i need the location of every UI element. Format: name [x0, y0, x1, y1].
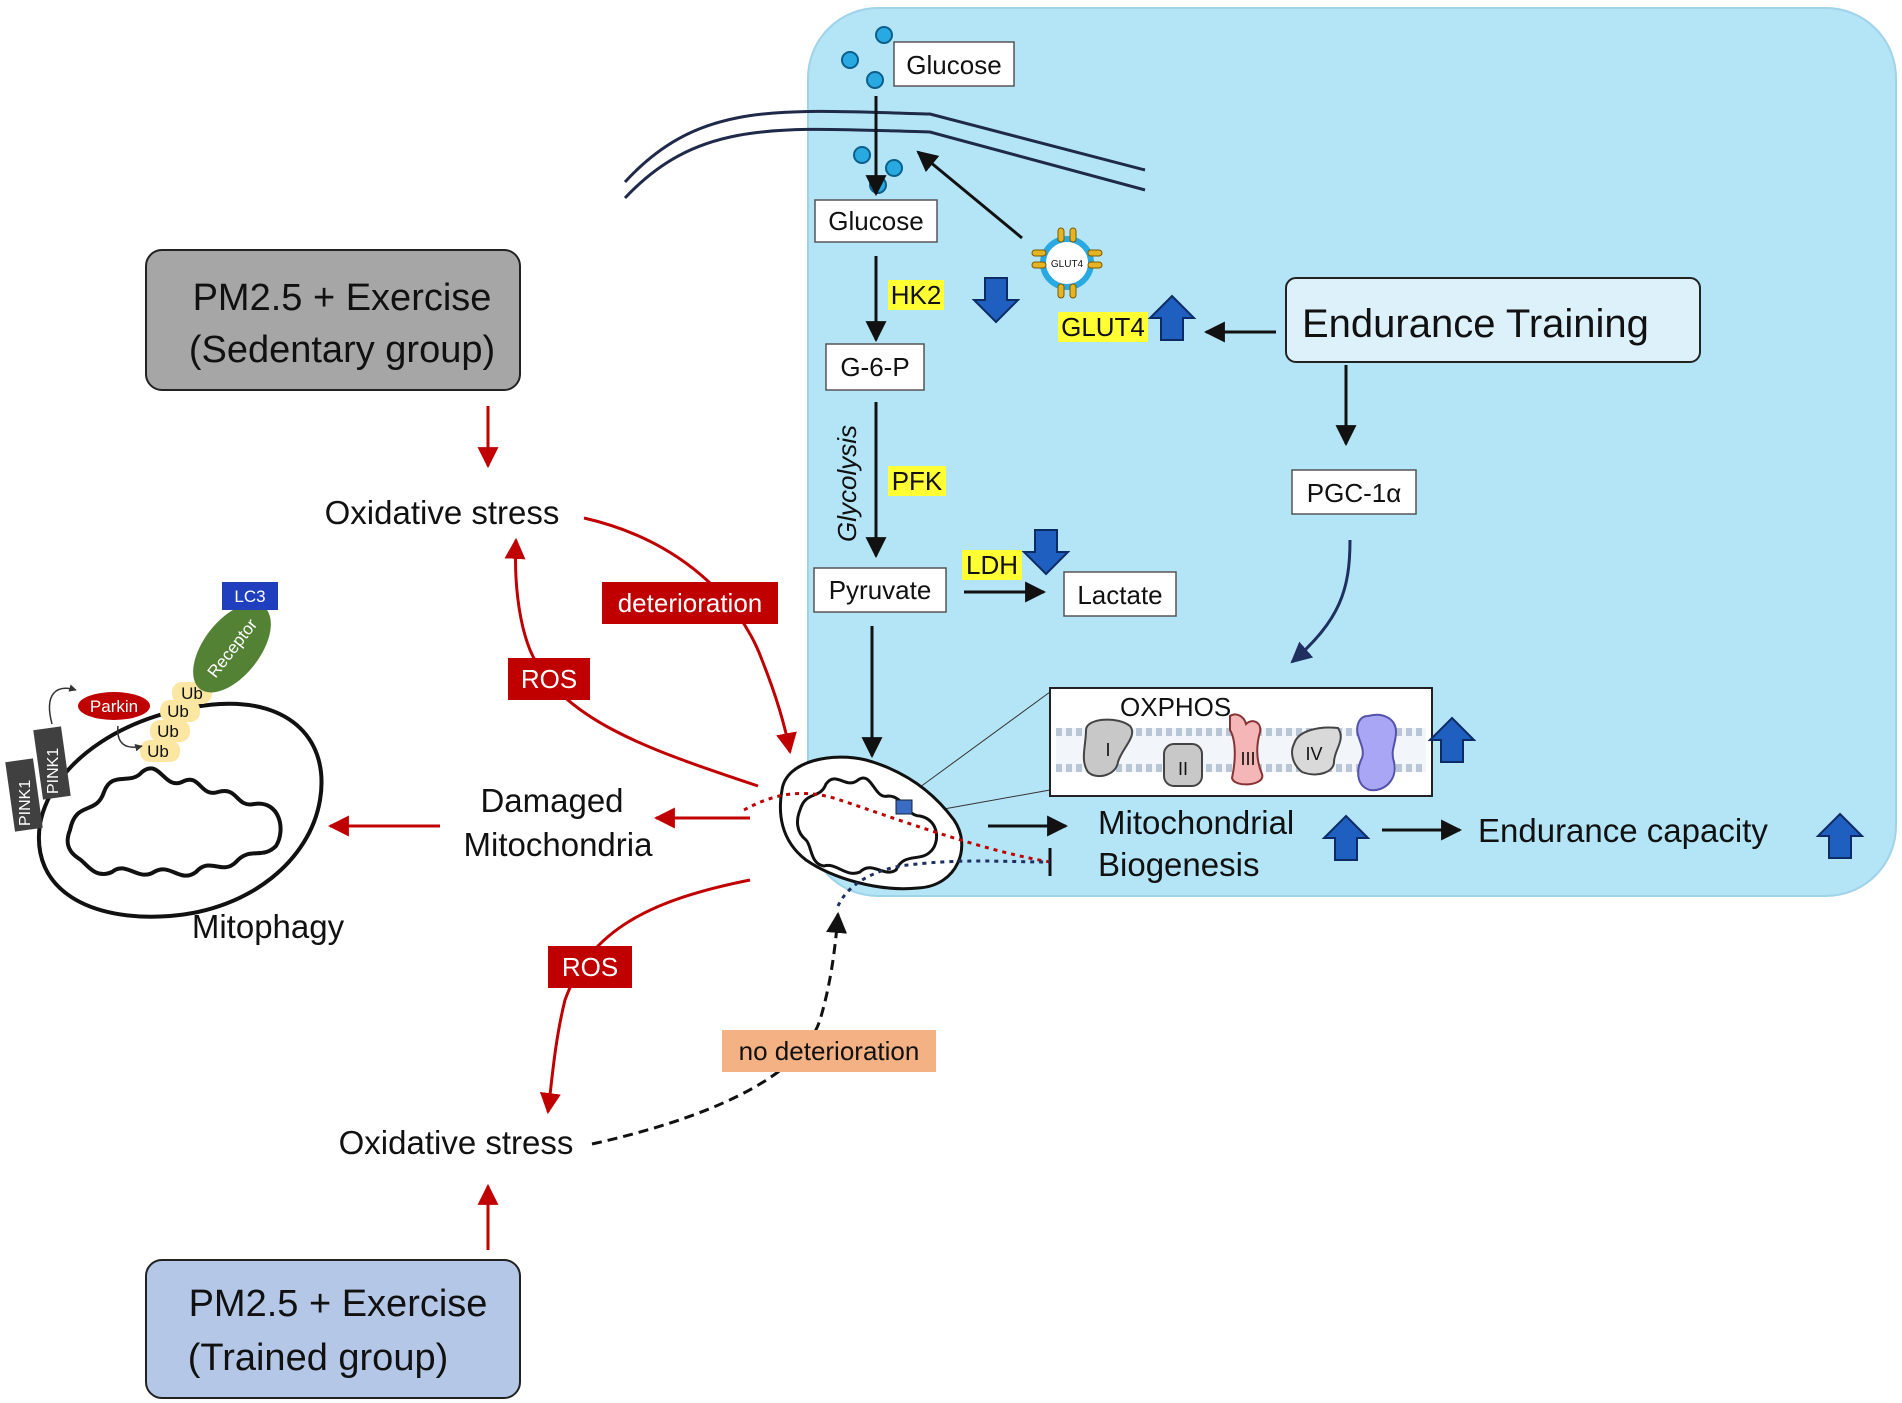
- pink1-icon: PINK1 PINK1: [5, 726, 71, 832]
- atp-synthase-shape: [1356, 713, 1398, 792]
- ub-label-4: Ub: [147, 742, 169, 761]
- lc3-label: LC3: [234, 587, 265, 606]
- glucose-outside-box: [893, 41, 1015, 87]
- damaged-mitochondria-line1: Damaged: [480, 782, 623, 819]
- complex-ii-label: II: [1178, 759, 1188, 779]
- complex-i-shape: [1082, 718, 1134, 778]
- no-deterioration-badge: [722, 1030, 936, 1072]
- glut4-highlight: [1058, 312, 1148, 342]
- ub-label-1: Ub: [181, 684, 203, 703]
- glut4-translocation-arrow: [916, 150, 1023, 240]
- damaged-mitochondria-line2: Mitochondria: [464, 826, 654, 863]
- complex-iv-label: IV: [1305, 744, 1322, 764]
- glut4-vesicle-icon: GLUT4: [1031, 227, 1103, 299]
- deterioration-badge: [602, 582, 778, 624]
- g6p-label: G-6-P: [840, 352, 909, 382]
- oxphos-zoom-line-top: [915, 691, 1051, 791]
- pgc1a-label: PGC-1α: [1307, 478, 1402, 508]
- ldh-label: LDH: [966, 550, 1018, 580]
- lc3-icon: [222, 582, 278, 610]
- mitophagy-mitochondrion-icon: [36, 701, 324, 919]
- no-deterioration-label: no deterioration: [739, 1036, 920, 1066]
- glucose-inside-label: Glucose: [828, 206, 923, 236]
- glucose-outside-label: Glucose: [906, 50, 1001, 80]
- pink1-to-parkin-arrow: [48, 684, 77, 725]
- no-deterioration-dotted-line: [836, 859, 1051, 907]
- trained-group-box: [145, 1259, 521, 1399]
- ros-lower-badge: [548, 946, 632, 988]
- lactate-label: Lactate: [1077, 580, 1162, 610]
- trained-group-line2: (Trained group): [188, 1337, 449, 1379]
- oxphos-label: OXPHOS: [1120, 692, 1231, 722]
- pink1-label-2: PINK1: [45, 748, 62, 794]
- cell-membrane-inner: [623, 127, 1146, 200]
- parkin-icon: [78, 692, 150, 720]
- trained-group-line1: PM2.5 + Exercise: [189, 1283, 488, 1325]
- pyruvate-box: [813, 567, 947, 613]
- pgc1a-box: [1291, 469, 1417, 515]
- ldh-highlight: [962, 550, 1022, 580]
- glucose-inside-box: [814, 199, 938, 243]
- parkin-label: Parkin: [90, 697, 138, 716]
- pfk-highlight: [888, 466, 946, 496]
- cell-membrane-outer: [623, 109, 1146, 184]
- glut4-vesicle-label: GLUT4: [1051, 259, 1084, 270]
- deterioration-inhibition-dotted-line: [743, 792, 1051, 864]
- sedentary-group-line2: (Sedentary group): [189, 329, 495, 371]
- g6p-box: [825, 343, 925, 391]
- complex-i-label: I: [1105, 740, 1110, 760]
- sedentary-group-box: [145, 249, 521, 391]
- pfk-label: PFK: [892, 466, 943, 496]
- oxidative-stress-bottom-label: Oxidative stress: [339, 1124, 574, 1161]
- ub-label-2: Ub: [167, 702, 189, 721]
- ros-upper-label: ROS: [521, 664, 577, 694]
- oxidative-stress-top-label: Oxidative stress: [325, 494, 560, 531]
- sedentary-group-line1: PM2.5 + Exercise: [193, 277, 492, 319]
- biogenesis-line2: Biogenesis: [1098, 846, 1259, 883]
- complex-iii-shape: [1229, 713, 1264, 786]
- deterioration-label: deterioration: [618, 588, 763, 618]
- mitophagy-label: Mitophagy: [192, 908, 345, 945]
- complex-iii-label: III: [1240, 749, 1255, 769]
- pyruvate-label: Pyruvate: [829, 575, 932, 605]
- ros-lower-label: ROS: [562, 952, 618, 982]
- lactate-box: [1063, 571, 1177, 617]
- receptor-icon: [193, 603, 271, 693]
- central-mitochondrion-icon: [778, 755, 964, 891]
- cell-panel: [807, 7, 1897, 897]
- deterioration-arrow: [583, 516, 797, 755]
- glycolysis-label: Glycolysis: [832, 425, 862, 542]
- complex-iv-shape: [1291, 726, 1342, 776]
- endurance-training-box: [1285, 277, 1701, 363]
- ros-lower-arrow: [539, 878, 751, 1115]
- biogenesis-line1: Mitochondrial: [1098, 804, 1294, 841]
- complex-ii-shape: [1163, 743, 1203, 787]
- parkin-to-ub-arrow: [117, 725, 143, 752]
- hk2-label: HK2: [891, 280, 942, 310]
- hk2-highlight: [888, 280, 944, 310]
- glut4-label: GLUT4: [1061, 312, 1145, 342]
- endurance-capacity-label: Endurance capacity: [1478, 812, 1768, 849]
- pink1-label-1: PINK1: [17, 780, 34, 826]
- pgc1a-to-oxphos-arrow: [1290, 539, 1352, 664]
- endurance-training-label: Endurance Training: [1302, 302, 1649, 346]
- ub-label-3: Ub: [157, 722, 179, 741]
- ros-upper-badge: [508, 658, 590, 700]
